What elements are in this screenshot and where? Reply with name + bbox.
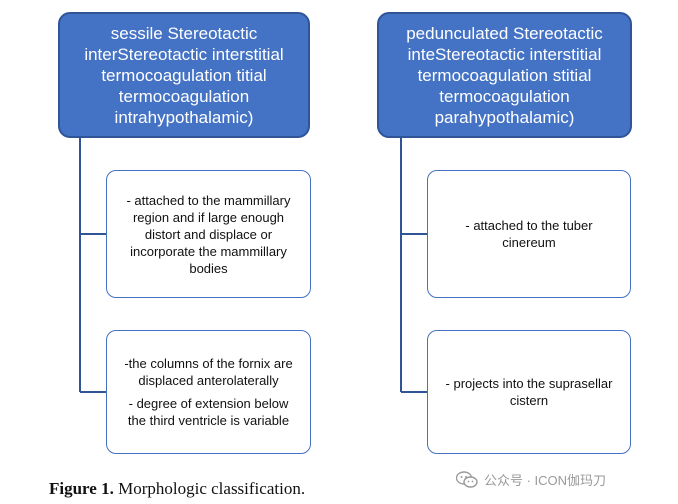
watermark-text: 公众号 · ICON伽玛刀 [484, 473, 607, 488]
child-line: distort and displace or [144, 226, 273, 242]
header-line: sessile Stereotactic [110, 23, 258, 43]
child-line: displaced anterolaterally [138, 373, 279, 388]
child-line: cistern [509, 393, 549, 408]
header-line: inteStereotactic interstitial [407, 44, 602, 64]
header-line: termocoagulation [118, 86, 250, 106]
figure-label: Figure 1. [49, 479, 114, 498]
header-line: termocoagulation [439, 86, 570, 106]
watermark: 公众号 · ICON伽玛刀 [456, 470, 606, 489]
child-line: cinereum [502, 235, 556, 250]
header-line: intrahypothalamic) [114, 107, 254, 127]
header-line: parahypothalamic) [434, 107, 575, 127]
child-line: region and if large enough [132, 209, 285, 225]
header-line: termocoagulation stitial [417, 65, 592, 85]
wechat-icon [456, 470, 478, 489]
child-line: - attached to the mammillary [126, 192, 291, 208]
pedunculated-attachment-box: - attached to the tuber cinereum [427, 170, 631, 298]
pedunculated-cistern-box: - projects into the suprasellar cistern [427, 330, 631, 454]
header-line: termocoagulation titial [101, 65, 267, 85]
pedunculated-header-box: pedunculated Stereotactic inteStereotact… [377, 12, 632, 138]
child-line: bodies [189, 260, 228, 276]
child-line: -the columns of the fornix are [124, 356, 293, 371]
child-line: incorporate the mammillary [130, 243, 287, 259]
sessile-fornix-box: -the columns of the fornix are displaced… [106, 330, 311, 454]
child-line: - projects into the suprasellar [445, 376, 613, 391]
figure-caption: Figure 1. Morphologic classification. [49, 479, 305, 499]
child-line: - attached to the tuber [465, 218, 593, 233]
child-line: the third ventricle is variable [127, 413, 290, 428]
sessile-attachment-box: - attached to the mammillary region and … [106, 170, 311, 298]
sessile-header-box: sessile Stereotactic interStereotactic i… [58, 12, 310, 138]
child-line: - degree of extension below [128, 396, 289, 411]
figure-caption-text: Morphologic classification. [113, 479, 306, 498]
header-line: interStereotactic interstitial [84, 44, 284, 64]
header-line: pedunculated Stereotactic [406, 23, 603, 43]
